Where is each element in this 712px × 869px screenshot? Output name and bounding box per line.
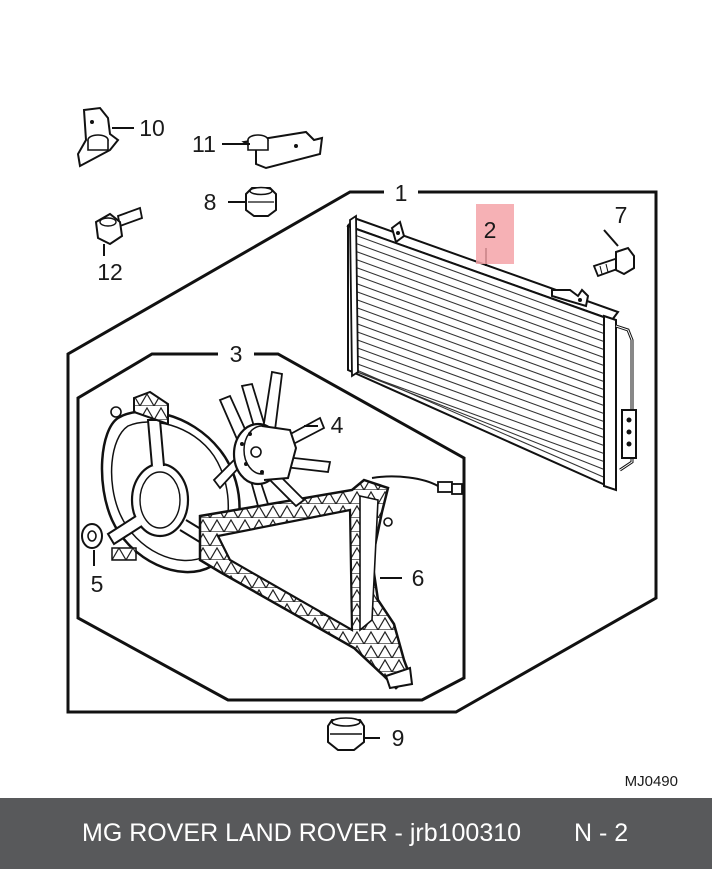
callout-10: 10 (139, 115, 165, 141)
upper-rubber (245, 186, 277, 217)
bolt-12 (94, 206, 144, 246)
callout-2: 2 (484, 217, 497, 243)
part-number-text: MG ROVER LAND ROVER - jrb100310 (82, 819, 522, 847)
callout-8: 8 (204, 189, 217, 215)
callout-7: 7 (615, 202, 628, 228)
callout-4: 4 (331, 412, 344, 438)
condenser (346, 214, 637, 492)
callout-12: 12 (97, 259, 123, 285)
bolt-7 (592, 246, 635, 278)
footer-bar: MG ROVER LAND ROVER - jrb100310 N - 2 (0, 798, 712, 869)
callout-5: 5 (91, 571, 104, 597)
assembly-outline (66, 190, 658, 714)
diagram-reference-code: MJ0490 (625, 773, 678, 790)
callout-6: 6 (412, 565, 425, 591)
highlight-box (476, 204, 514, 264)
callout-11: 11 (192, 131, 216, 157)
fan-motor (212, 370, 332, 508)
page-indicator: N - 2 (574, 819, 629, 847)
callout-3: 3 (230, 341, 243, 367)
mounting-rubber (327, 717, 365, 751)
fan-assembly-outline (76, 352, 466, 702)
callout-9: 9 (392, 725, 405, 751)
bracket-11 (241, 130, 324, 170)
fan-frame (198, 475, 463, 690)
leader-lines (93, 127, 619, 739)
callout-1: 1 (395, 180, 408, 206)
grommet (81, 523, 103, 549)
exploded-parts-diagram: 1 2 3 4 5 6 7 8 9 10 11 12 MJ0490 (66, 106, 678, 790)
bracket-10 (76, 106, 120, 168)
